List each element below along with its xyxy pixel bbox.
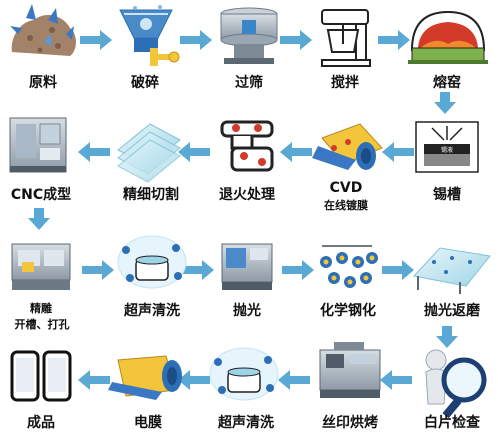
inspection-magnifier-icon [425, 349, 487, 419]
stage-label-anneal: 退火处理 [219, 187, 275, 203]
arrow-cut-to-cnc [78, 142, 110, 162]
stage-label-cnc: CNC成型 [10, 187, 72, 203]
chemical-tempering-icon [320, 245, 378, 288]
arrow-kiln-to-tin [434, 92, 456, 114]
stage-label-chem: 化学钢化 [320, 303, 376, 319]
stage-label-done: 成品 [27, 415, 55, 431]
stage-sublabel-cvd: 在线镀膜 [324, 199, 368, 212]
stage-label-inspect: 白片检查 [424, 415, 480, 431]
stage-label-mix: 搅拌 [331, 75, 359, 91]
svg-text:锡液: 锡液 [441, 146, 453, 154]
phone-panel-icon [10, 350, 72, 402]
arrow-anneal-to-cut [178, 142, 210, 162]
arrow-engrave-to-ultra [82, 260, 114, 280]
stage-label-cut: 精细切割 [123, 187, 179, 203]
engraving-machine-icon [11, 243, 71, 290]
silkscreen-machine-icon [319, 342, 381, 398]
stage-label-engrave: 精雕 [30, 302, 52, 315]
stage-label-crush: 破碎 [131, 75, 159, 91]
kiln-icon [408, 10, 488, 64]
arrow-ultra2-to-film [178, 370, 210, 390]
arrow-sieve-to-mix [280, 30, 312, 50]
stage-label-repolish: 抛光返磨 [424, 303, 480, 319]
arrow-inspect-to-print [380, 370, 412, 390]
stage-label-tin: 锡槽 [433, 187, 461, 203]
mixer-icon [321, 9, 371, 67]
stage-label-raw: 原料 [29, 75, 57, 91]
stage-label-print: 丝印烘烤 [322, 415, 378, 431]
sieve-icon [220, 7, 278, 64]
ultrasonic-cleaner-icon-2 [209, 347, 279, 401]
arrow-print-to-ultra2 [278, 370, 310, 390]
glass-sheets-icon [117, 123, 181, 183]
stage-label-sieve: 过筛 [235, 75, 263, 91]
crusher-icon [119, 5, 180, 66]
stage-label-film: 电膜 [134, 415, 162, 431]
stage-label-kiln: 熔窑 [433, 75, 461, 91]
arrow-polish-to-chem [282, 260, 314, 280]
arrow-ultra-to-polish [182, 260, 214, 280]
cnc-machine-icon [9, 117, 67, 173]
arrow-repolish-to-inspect [436, 326, 458, 348]
stage-label-ultra2: 超声清洗 [218, 415, 274, 431]
tin-bath-icon: 锡液 [415, 121, 479, 173]
arrow-chem-to-repolish [382, 260, 414, 280]
raw-material-icon [10, 4, 77, 56]
arrow-cvd-to-anneal [280, 142, 312, 162]
cvd-coating-icon [312, 123, 383, 170]
stage-label-cvd: CVD [329, 180, 363, 196]
arrow-mix-to-kiln [378, 30, 410, 50]
stage-sublabel-engrave: 开槽、打孔 [14, 318, 70, 331]
repolish-line-icon [413, 247, 491, 294]
stage-label-polish: 抛光 [233, 303, 261, 319]
arrow-film-to-done [78, 370, 110, 390]
flow-arrows [28, 30, 458, 390]
arrow-cnc-to-engrave [28, 208, 50, 230]
stage-label-ultra1: 超声清洗 [124, 303, 180, 319]
annealing-icon [220, 120, 274, 172]
arrow-raw-to-crush [80, 30, 112, 50]
arrow-tin-to-cvd [382, 142, 414, 162]
polishing-machine-icon [221, 243, 273, 290]
ultrasonic-cleaner-icon [117, 235, 187, 289]
arrow-crush-to-sieve [180, 30, 212, 50]
film-roll-icon [108, 355, 182, 400]
